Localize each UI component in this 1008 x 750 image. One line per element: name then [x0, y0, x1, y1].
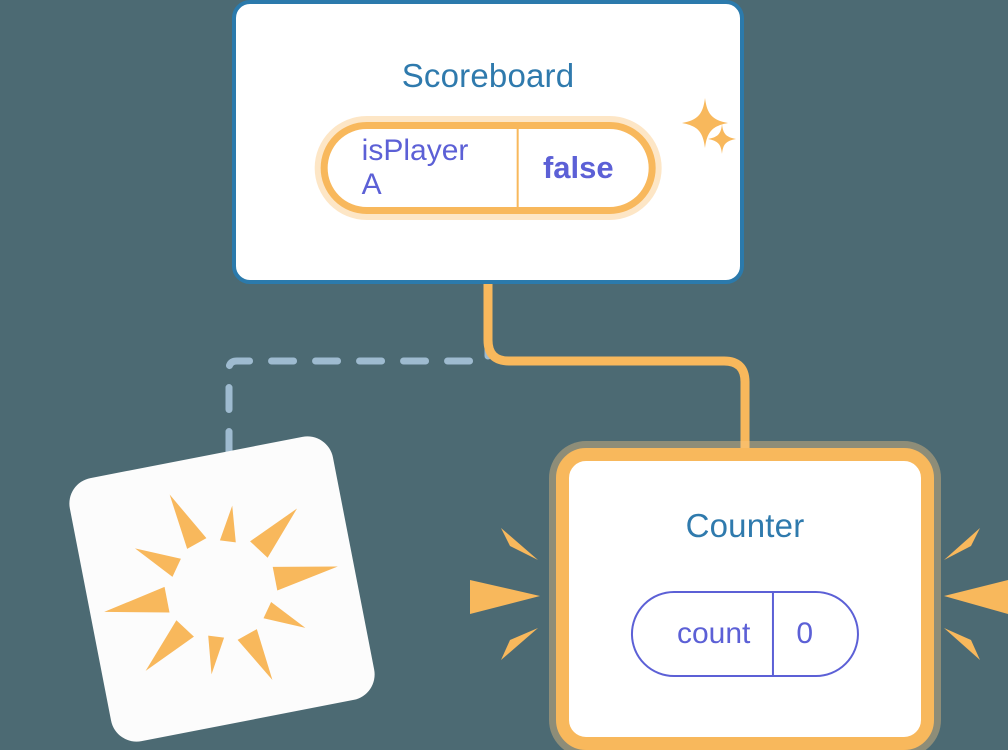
burst-rays-icon: [65, 432, 379, 746]
sparkle-small-icon: [708, 124, 736, 154]
counter-rays-left-icon: [468, 498, 540, 688]
counter-pill-value: 0: [772, 593, 857, 675]
card-counter[interactable]: Counter count 0: [556, 448, 934, 750]
counter-pill-key: count: [676, 617, 751, 650]
counter-title: Counter: [685, 507, 805, 544]
sparkle-large-icon: [682, 98, 728, 148]
scoreboard-pill-wrapper: isPlayer A false: [320, 122, 656, 214]
card-scoreboard[interactable]: Scoreboard isPlayer A false: [232, 0, 744, 284]
connector-solid-to-counter: [483, 282, 750, 470]
counter-state-pill[interactable]: count 0: [630, 591, 860, 677]
counter-pill-wrapper: count 0: [630, 591, 860, 677]
scoreboard-pill-value: false: [516, 129, 648, 207]
card-blank-tilted[interactable]: [64, 431, 380, 747]
scoreboard-pill-key: isPlayer A: [361, 134, 469, 201]
counter-rays-right-icon: [944, 498, 1008, 688]
scoreboard-title: Scoreboard: [401, 57, 575, 94]
scoreboard-state-pill[interactable]: isPlayer A false: [320, 122, 656, 214]
